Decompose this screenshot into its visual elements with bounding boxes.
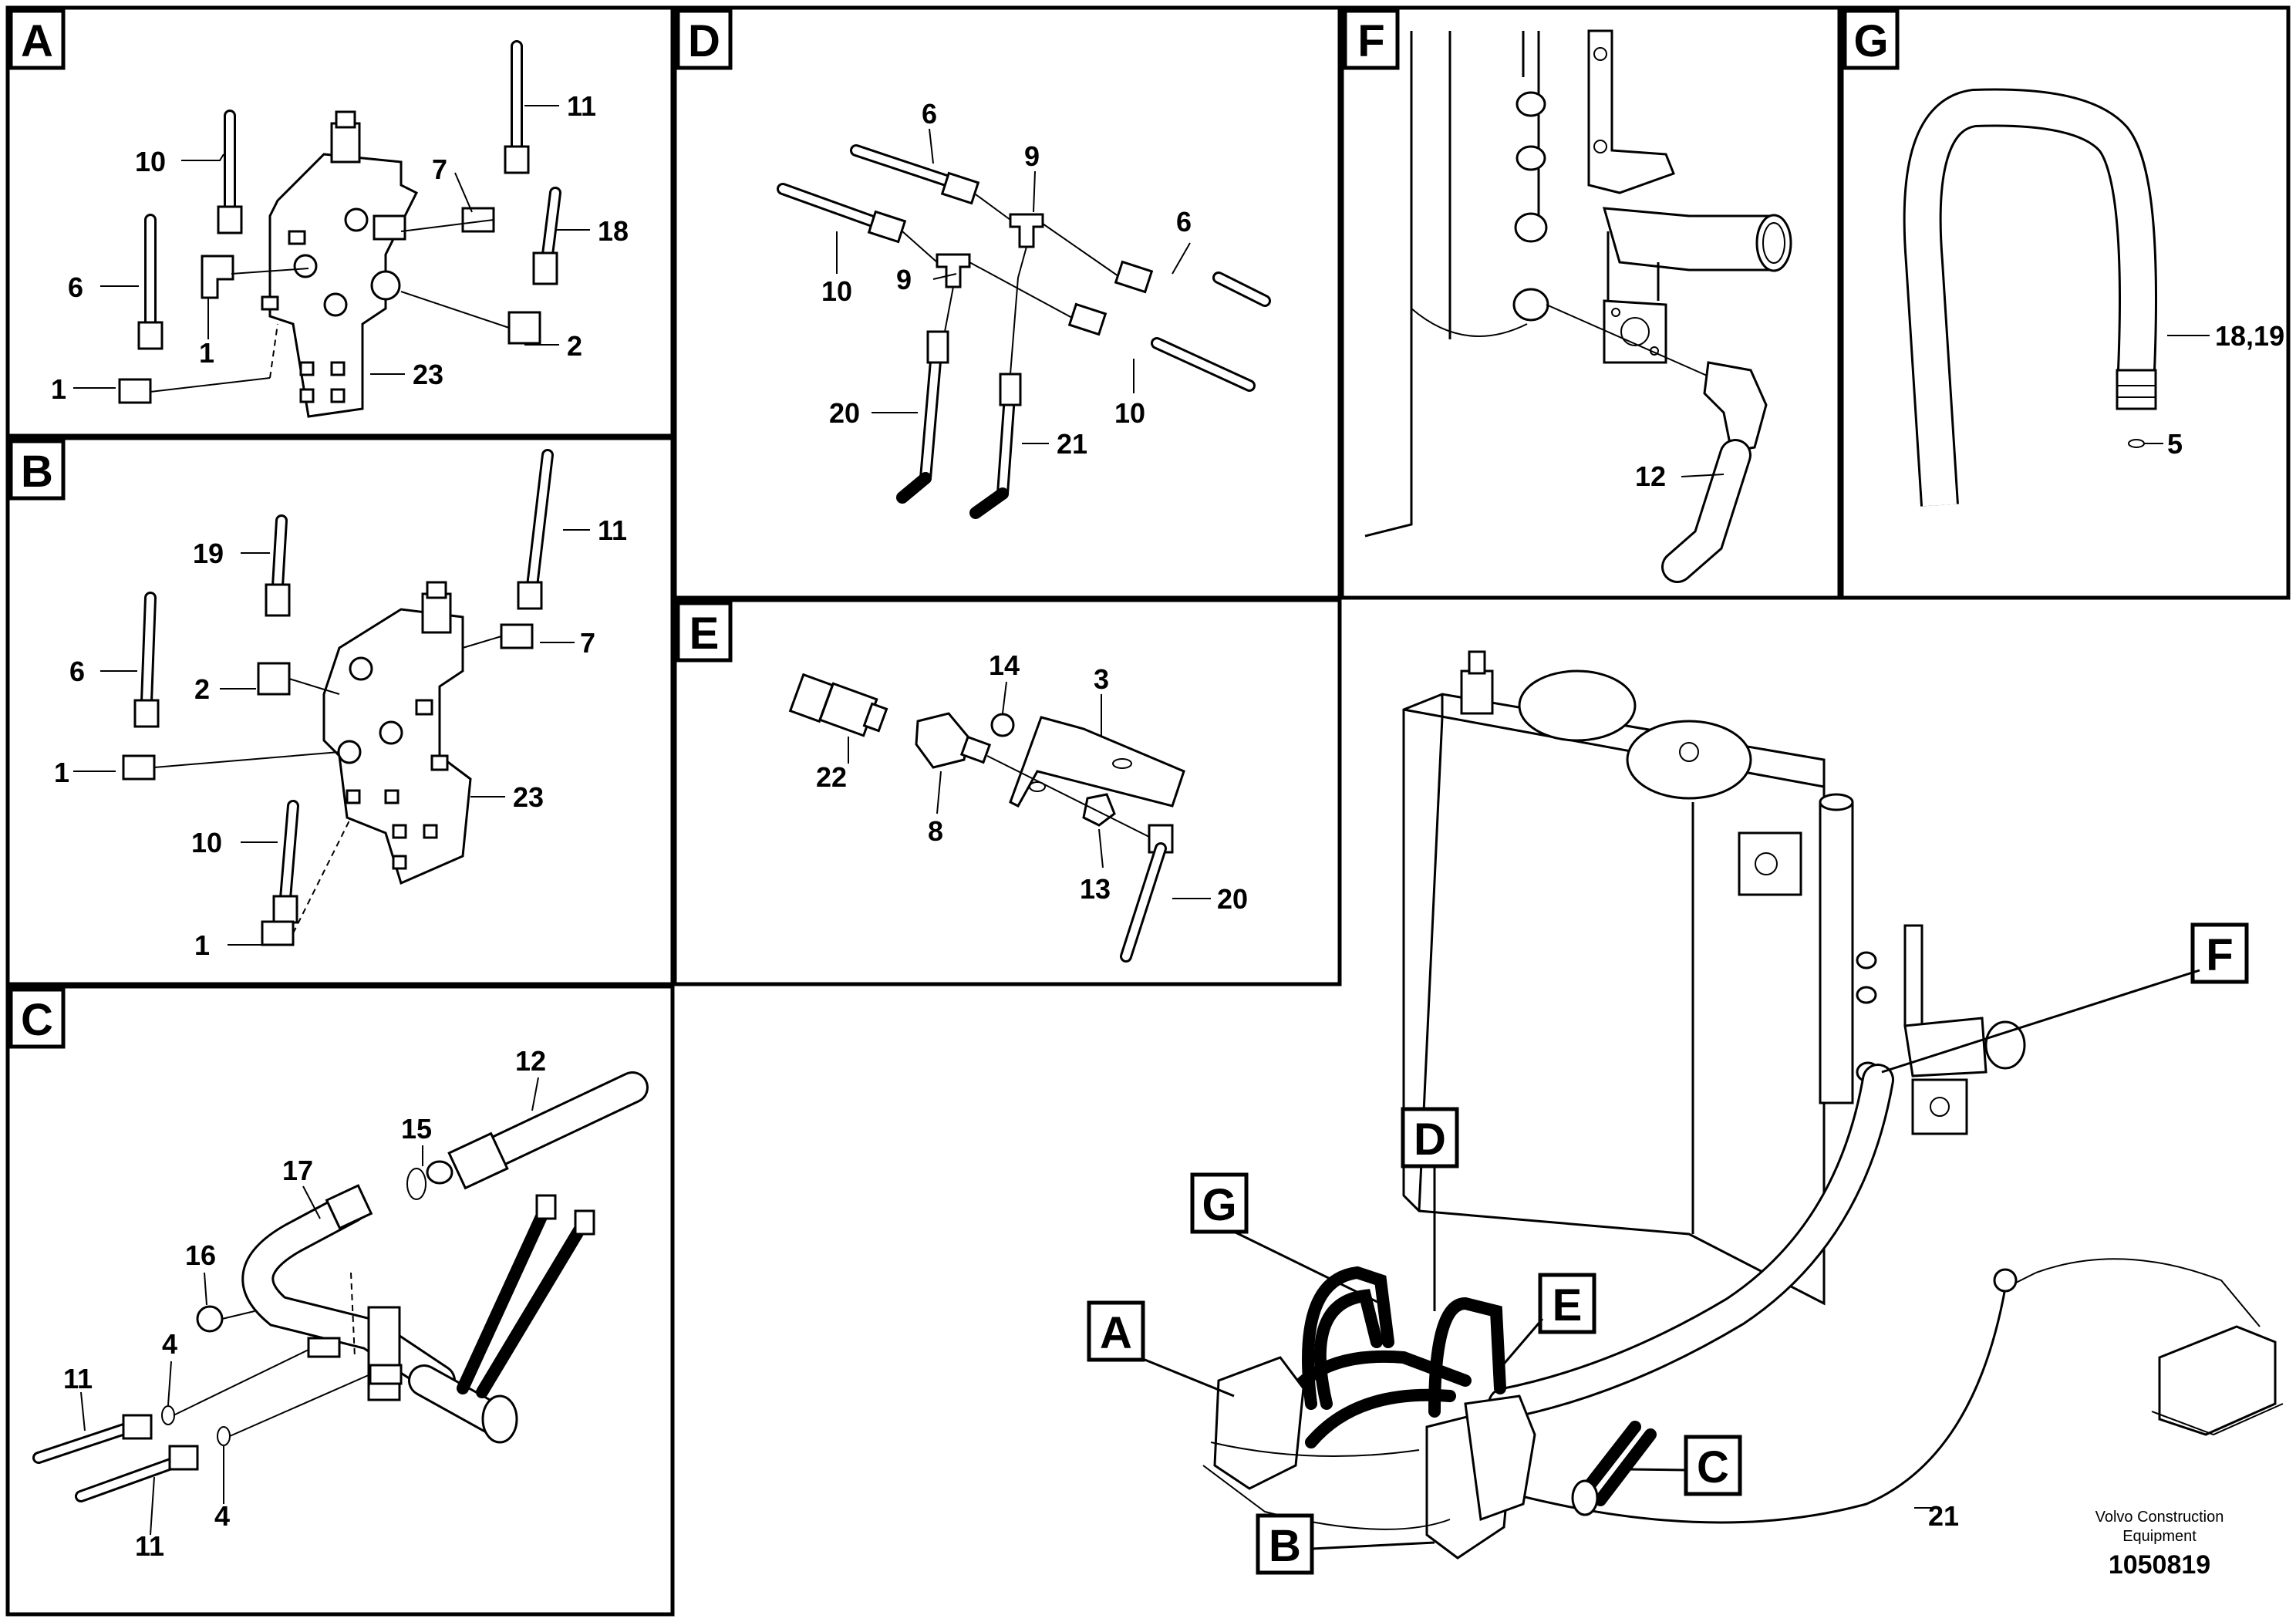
panel-d-callout-9-lower: 9: [896, 264, 912, 295]
overview-label-g: G: [1202, 1180, 1236, 1230]
panel-d-frame: [673, 5, 1342, 600]
panel-c-callout-12: 12: [515, 1045, 546, 1077]
panel-a-callouts: 11 10 7 18 6 1 2 1 23: [51, 90, 629, 405]
overview-label-d: D: [1414, 1114, 1446, 1165]
panel-a-callout-1-lower: 1: [51, 373, 66, 405]
panel-b-letter: B: [21, 447, 53, 497]
panel-e-callout-22: 22: [816, 761, 847, 793]
panel-d-callout-9: 9: [1024, 140, 1040, 172]
panel-e-callout-8: 8: [928, 815, 943, 847]
panel-a-callout-11: 11: [567, 90, 596, 122]
panel-e-frame: [673, 598, 1342, 986]
panel-c-callouts: 12 15 17 16 4 11 11 4: [63, 1045, 546, 1562]
panel-b-callout-1: 1: [54, 757, 69, 788]
overview-labels: F D G E A C B 21: [1100, 930, 2234, 1571]
panel-d-callout-20: 20: [829, 397, 860, 429]
panel-a-callout-6: 6: [68, 271, 83, 303]
panel-b-callout-6: 6: [69, 656, 85, 687]
panel-b-callout-19: 19: [193, 538, 224, 569]
panel-g-callout-5: 5: [2167, 428, 2183, 460]
panel-a-callout-10: 10: [135, 146, 166, 177]
panel-a-callout-7: 7: [432, 153, 447, 185]
panel-a-frame: [5, 5, 675, 438]
panel-g-letter: G: [1853, 16, 1888, 66]
panel-c-callout-11-lower: 11: [135, 1530, 164, 1562]
panel-a-letter: A: [21, 16, 53, 66]
panel-f-frame: [1340, 5, 1842, 600]
panel-d-letter: D: [688, 16, 720, 66]
panel-c-callout-15: 15: [401, 1113, 432, 1145]
panel-c-callout-4: 4: [162, 1328, 177, 1360]
panel-d-callout-21: 21: [1057, 428, 1087, 460]
panel-f-letter: F: [1357, 16, 1384, 66]
panel-b-drawing: [73, 449, 590, 946]
panel-d-callout-10-lower: 10: [1114, 397, 1145, 429]
panel-e-letter: E: [689, 609, 720, 659]
panel-g-drawing: [1903, 88, 2210, 507]
panel-a-callout-1: 1: [199, 337, 214, 369]
panel-b-frame: [5, 436, 675, 986]
overview-drawing: [1087, 650, 2284, 1575]
panel-d-callout-6-right: 6: [1176, 206, 1192, 238]
overview-label-c: C: [1697, 1442, 1729, 1492]
panel-e-callout-14: 14: [989, 649, 1020, 681]
panel-d-callout-6: 6: [922, 98, 937, 130]
panel-e-drawing: [788, 673, 1211, 963]
company-name-line1: Volvo Construction: [2095, 1509, 2224, 1526]
panel-e-callout-3: 3: [1094, 663, 1109, 695]
company-name-line2: Equipment: [2122, 1528, 2197, 1545]
panel-a-drawing: [73, 40, 590, 418]
panel-e-callouts: 14 3 22 8 13 20: [816, 649, 1248, 915]
overview-label-b: B: [1269, 1521, 1301, 1571]
panel-f-drawing: [1364, 29, 1792, 583]
panel-a-callout-23: 23: [413, 359, 443, 390]
panel-c-callout-11: 11: [63, 1363, 93, 1394]
panel-e-callout-20: 20: [1217, 883, 1248, 915]
panel-c-callout-16: 16: [185, 1239, 216, 1271]
overview-label-a: A: [1100, 1308, 1132, 1358]
title-block: Volvo Construction Equipment 1050819: [2095, 1509, 2224, 1580]
panel-c-letter: C: [21, 995, 53, 1045]
panel-b-callouts: 19 11 6 2 7 1 23 10 1: [54, 514, 627, 961]
panel-frames: [5, 5, 2291, 1617]
panel-a-callout-2: 2: [567, 330, 582, 362]
panel-b-callout-7: 7: [580, 627, 595, 659]
panel-b-callout-23: 23: [513, 781, 544, 813]
panel-g-frame: [1839, 5, 2291, 600]
panel-c-drawing: [32, 1071, 649, 1536]
panel-b-callout-2: 2: [194, 673, 210, 705]
panel-b-callout-11: 11: [598, 514, 627, 546]
panel-f-callout-12: 12: [1635, 460, 1666, 492]
panel-g-callouts: 18,19 5: [2167, 320, 2284, 460]
panel-a-callout-18: 18: [598, 215, 629, 247]
overview-callout-21: 21: [1928, 1500, 1959, 1532]
panel-g-callout-18-19: 18,19: [2215, 320, 2284, 352]
overview-label-e: E: [1553, 1280, 1583, 1330]
overview-label-f: F: [2206, 930, 2233, 980]
panel-c-callout-4-lower: 4: [214, 1500, 230, 1532]
panel-d-callouts: 6 9 6 10 9 20 21 10: [821, 98, 1192, 460]
drawing-number: 1050819: [2109, 1550, 2210, 1580]
panel-d-callout-10: 10: [821, 275, 852, 307]
panel-letter-boxes: A B C D E F G: [8, 8, 1900, 1049]
panel-c-frame: [5, 984, 675, 1617]
panel-b-callout-10: 10: [191, 827, 222, 858]
panel-b-callout-1-lower: 1: [194, 929, 210, 961]
panel-f-callouts: 12: [1635, 460, 1666, 492]
panel-e-callout-13: 13: [1080, 873, 1111, 905]
panel-d-drawing: [777, 128, 1271, 519]
panel-c-callout-17: 17: [282, 1155, 313, 1186]
